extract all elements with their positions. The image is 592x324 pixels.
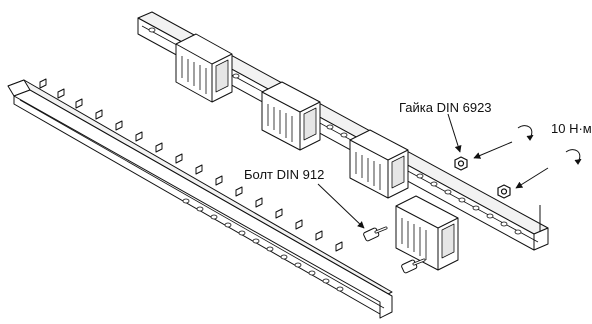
hex-nut-icon xyxy=(454,156,468,171)
right-rail xyxy=(137,11,549,251)
loose-block xyxy=(395,195,459,271)
socket-head-bolt-icon xyxy=(363,226,388,242)
curved-arrow-icon xyxy=(517,125,534,141)
bolt-label: Болт DIN 912 xyxy=(244,167,325,182)
mounting-block-2 xyxy=(261,81,321,151)
hex-nut-icon xyxy=(497,184,511,199)
left-rail-holes xyxy=(182,198,344,292)
socket-head-bolt-icon xyxy=(401,258,426,274)
right-rail-holes xyxy=(148,27,522,235)
torque-label: 10 Н·м xyxy=(551,121,592,136)
leader-arrows xyxy=(317,113,549,232)
left-rail xyxy=(7,78,393,319)
left-rail-comb xyxy=(39,78,343,252)
nut-label: Гайка DIN 6923 xyxy=(399,100,492,115)
curved-arrow-icon xyxy=(565,149,582,165)
mounting-block-3 xyxy=(349,129,409,199)
mounting-block-1 xyxy=(175,33,233,103)
